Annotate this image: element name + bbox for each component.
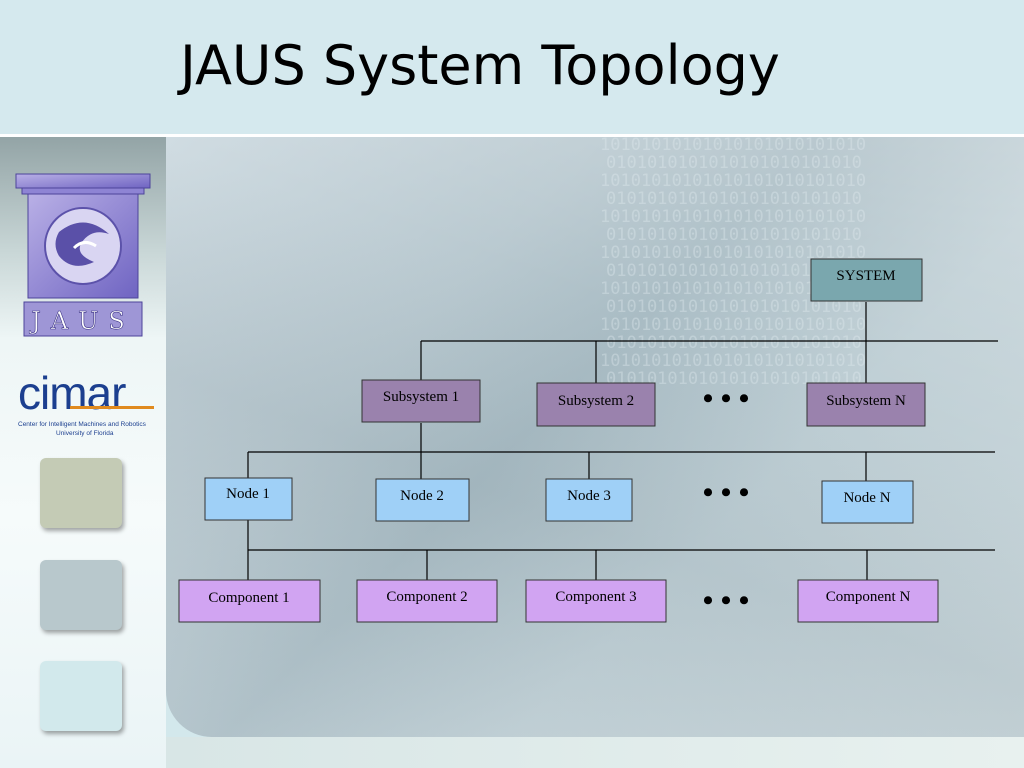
subsystem-1-box: Subsystem 1 <box>361 379 481 423</box>
cimar-subtitle-line-2: University of Florida <box>56 430 114 437</box>
component-1-label: Component 1 <box>208 590 289 606</box>
connector-lines <box>247 302 998 580</box>
canvas-shading <box>166 137 1024 737</box>
component-ellipsis: • • • <box>703 584 750 617</box>
node-n-box: Node N <box>821 480 914 524</box>
cimar-subtitle-line-1: Center for Intelligent Machines and Robo… <box>18 421 146 428</box>
component-1-box: Component 1 <box>178 579 321 623</box>
component-3-box: Component 3 <box>525 579 667 623</box>
slide-title: JAUS System Topology <box>180 34 780 97</box>
subsystem-2-box: Subsystem 2 <box>536 382 656 427</box>
node-3-label: Node 3 <box>567 488 611 504</box>
content-canvas <box>166 137 1024 737</box>
component-2-label: Component 2 <box>386 589 467 605</box>
bottom-strip <box>166 737 1024 768</box>
color-swatch-olive <box>40 458 122 528</box>
title-band <box>0 0 1024 134</box>
node-3-box: Node 3 <box>545 478 633 522</box>
system-label: SYSTEM <box>836 268 895 284</box>
subsystem-2-label: Subsystem 2 <box>558 393 634 409</box>
node-2-box: Node 2 <box>375 478 470 522</box>
jaus-logo-text: JAUS <box>28 307 135 335</box>
node-1-label: Node 1 <box>226 486 270 502</box>
cimar-logo-text: cimar <box>18 367 126 419</box>
subsystem-n-label: Subsystem N <box>826 393 906 409</box>
subsystem-n-box: Subsystem N <box>806 382 926 427</box>
node-1-box: Node 1 <box>204 477 293 521</box>
system-box: SYSTEM <box>810 258 923 302</box>
node-n-label: Node N <box>843 490 890 506</box>
subsystem-ellipsis: • • • <box>703 382 750 415</box>
component-3-label: Component 3 <box>555 589 636 605</box>
node-ellipsis: • • • <box>703 476 750 509</box>
title-divider <box>0 134 1024 137</box>
subsystem-1-label: Subsystem 1 <box>383 389 459 405</box>
cimar-logo-accent <box>70 406 154 409</box>
cimar-logo: cimar Center for Intelligent Machines an… <box>14 367 159 438</box>
component-n-box: Component N <box>797 579 939 623</box>
component-n-label: Component N <box>826 589 911 605</box>
color-swatch-light-cyan <box>40 661 122 731</box>
component-2-box: Component 2 <box>356 579 498 623</box>
jaus-logo: JAUS <box>15 173 151 337</box>
color-swatch-grey-blue <box>40 560 122 630</box>
node-2-label: Node 2 <box>400 488 444 504</box>
